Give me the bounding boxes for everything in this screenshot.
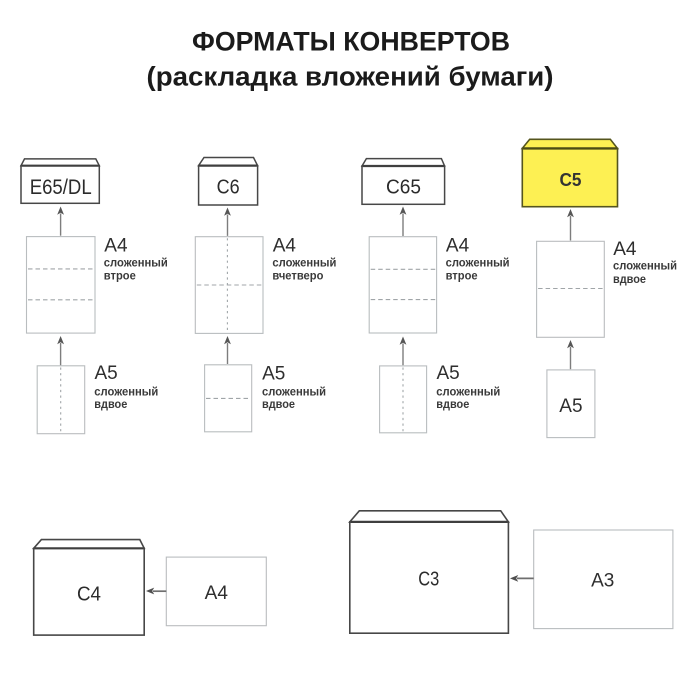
svg-text:С5: С5: [560, 170, 582, 190]
svg-text:A5: A5: [559, 396, 582, 417]
svg-text:С6: С6: [217, 176, 240, 198]
svg-text:E65/DL: E65/DL: [30, 176, 92, 199]
svg-text:вдвое: вдвое: [436, 397, 469, 411]
svg-text:A5: A5: [262, 363, 285, 384]
svg-text:сложенный: сложенный: [272, 255, 336, 269]
svg-text:A5: A5: [95, 363, 118, 384]
svg-text:A4: A4: [205, 583, 229, 604]
svg-text:A4: A4: [613, 239, 637, 260]
svg-text:A5: A5: [437, 363, 460, 384]
svg-text:сложенный: сложенный: [446, 255, 510, 269]
svg-text:вчетверо: вчетверо: [272, 268, 323, 282]
svg-text:вдвое: вдвое: [613, 272, 646, 286]
svg-text:С3: С3: [418, 569, 439, 591]
svg-text:втрое: втрое: [446, 268, 478, 282]
svg-text:A4: A4: [446, 235, 470, 256]
svg-text:сложенный: сложенный: [94, 385, 158, 399]
svg-text:сложенный: сложенный: [104, 255, 168, 269]
svg-text:сложенный: сложенный: [613, 259, 677, 273]
svg-text:A4: A4: [104, 235, 128, 256]
svg-text:сложенный: сложенный: [262, 384, 326, 398]
svg-text:С65: С65: [386, 177, 421, 199]
svg-text:A4: A4: [273, 235, 297, 256]
svg-text:вдвое: вдвое: [262, 397, 295, 411]
svg-text:ФОРМАТЫ КОНВЕРТОВ: ФОРМАТЫ КОНВЕРТОВ: [192, 26, 510, 56]
svg-text:С4: С4: [77, 583, 101, 605]
svg-text:сложенный: сложенный: [436, 385, 500, 399]
svg-text:(раскладка вложений бумаги): (раскладка вложений бумаги): [147, 61, 554, 91]
svg-text:A3: A3: [591, 570, 614, 591]
svg-text:втрое: втрое: [104, 268, 136, 282]
svg-text:вдвое: вдвое: [94, 397, 127, 411]
